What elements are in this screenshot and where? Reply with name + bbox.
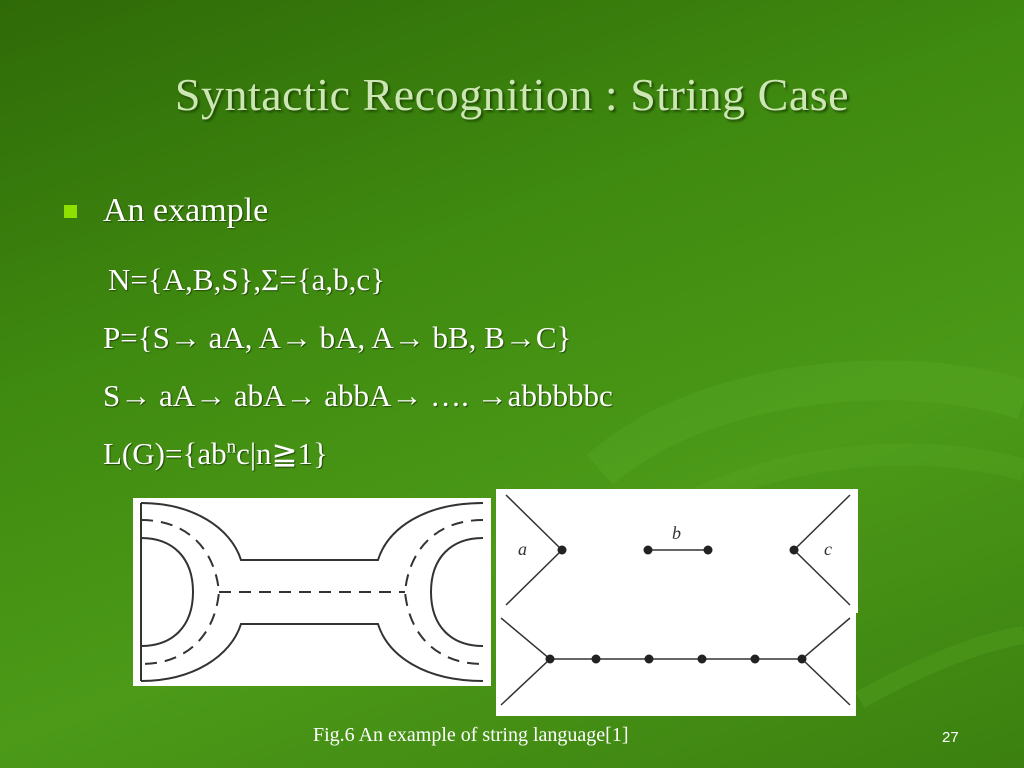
- nonterminals-line: N={A,B,S},Σ={a,b,c}: [108, 262, 385, 297]
- terminal-a-label: a: [518, 539, 527, 559]
- derivation-line: S→ aA→ abA→ abbA→ …. →abbbbbc: [103, 378, 613, 413]
- language-line: L(G)={abnc|n≧1}: [103, 436, 328, 472]
- slide-title: Syntactic Recognition : String Case: [174, 69, 850, 120]
- terminal-c-label: c: [824, 539, 832, 559]
- figure-caption: Fig.6 An example of string language[1]: [313, 724, 629, 746]
- string-figure: [496, 613, 856, 716]
- primitives-figure: a b c: [496, 489, 858, 613]
- terminal-c-point: [789, 545, 799, 555]
- square-bullet-icon: [64, 204, 77, 218]
- terminal-b-end-point: [703, 545, 713, 555]
- terminal-b-start-point: [643, 545, 653, 555]
- language-prefix: L(G)={ab: [103, 436, 227, 471]
- bullet-text: An example: [103, 192, 269, 229]
- shape-figure: [133, 498, 491, 686]
- terminal-a-point: [557, 545, 567, 555]
- productions-line: P={S→ aA, A→ bA, A→ bB, B→C}: [103, 320, 572, 355]
- bullet-item: An example: [64, 192, 268, 230]
- page-number: 27: [942, 729, 959, 746]
- terminal-b-label: b: [672, 523, 681, 543]
- language-superscript: n: [226, 436, 237, 458]
- shape-outline-drawing: [140, 502, 484, 682]
- language-suffix: c|n≧1}: [236, 436, 328, 471]
